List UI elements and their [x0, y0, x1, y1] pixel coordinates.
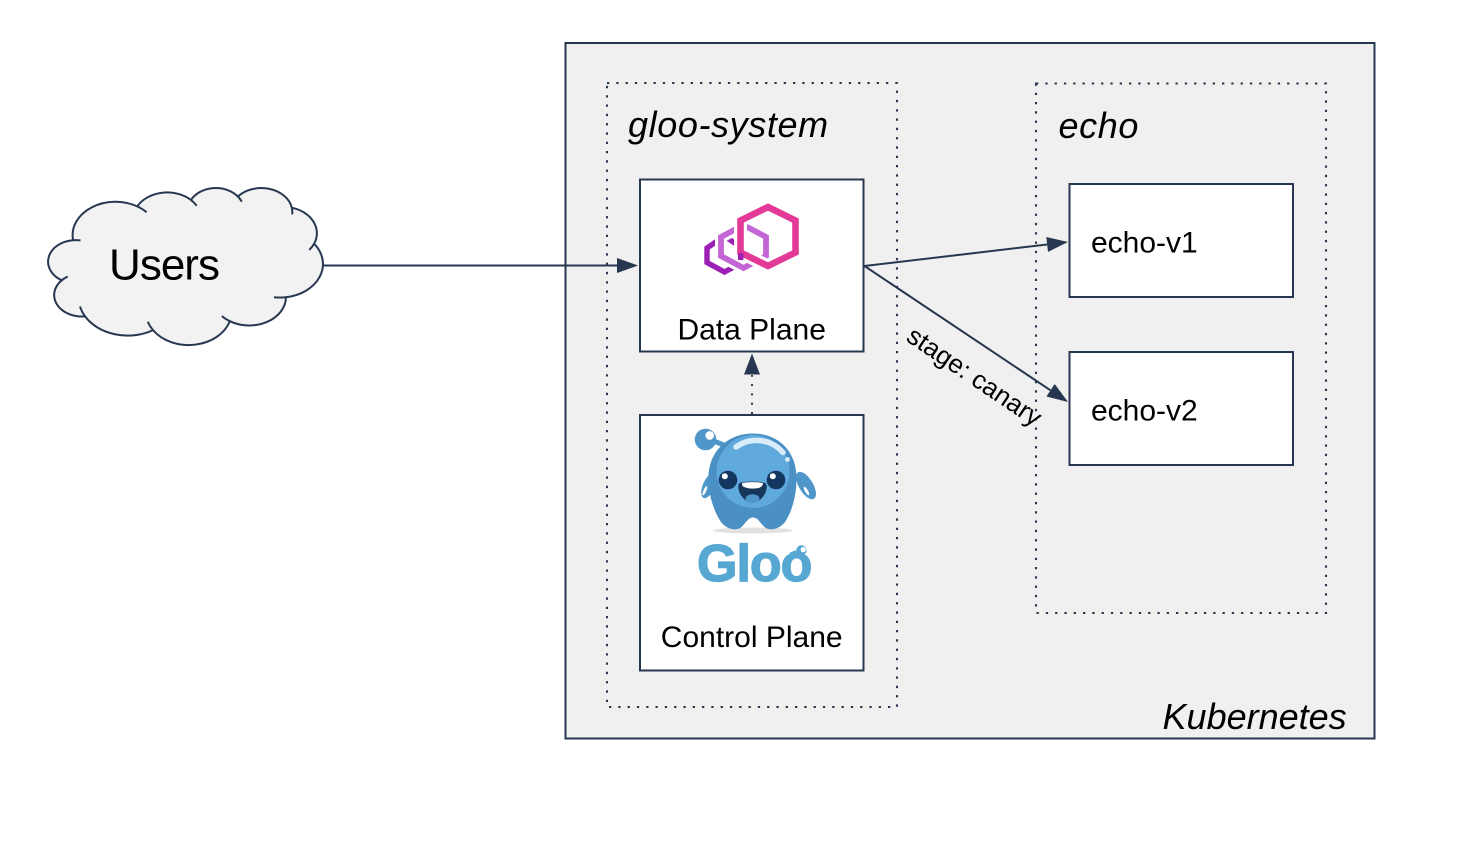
svg-text:Users: Users: [109, 241, 219, 290]
svg-text:echo-v2: echo-v2: [1091, 394, 1198, 427]
svg-text:Control Plane: Control Plane: [661, 621, 843, 654]
svg-text:echo-v1: echo-v1: [1091, 226, 1198, 259]
svg-text:Data Plane: Data Plane: [677, 313, 825, 346]
svg-text:echo: echo: [1059, 105, 1139, 146]
svg-text:gloo-system: gloo-system: [628, 104, 829, 145]
svg-text:Kubernetes: Kubernetes: [1163, 696, 1347, 737]
svg-text:Gloo: Gloo: [697, 535, 811, 593]
